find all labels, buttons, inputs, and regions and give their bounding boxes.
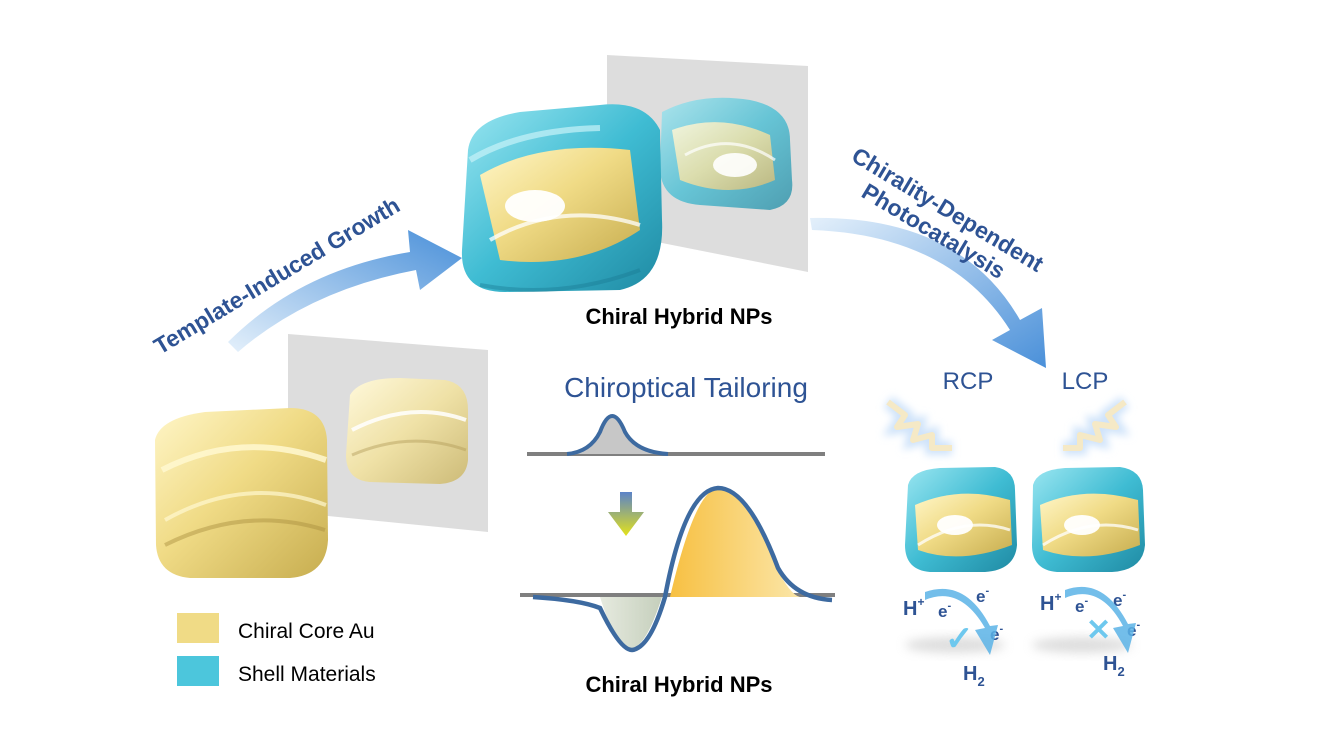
lcp-h2: H2 [1103,653,1125,679]
top-hybrid-mirror-particle [660,97,793,210]
chiral-core-au-particle [155,408,328,578]
legend-swatch-core [177,613,219,643]
chiroptical-label: Chiroptical Tailoring [564,372,808,403]
legend-label-core: Chiral Core Au [238,620,375,643]
rcp-h2: H2 [963,663,985,689]
legend-swatch-shell [177,656,219,686]
rcp-check-icon: ✓ [945,620,974,658]
lcp-electron-1: e- [1075,595,1088,616]
core-mirror-particle [346,378,468,484]
lcp-shadow [1032,637,1132,653]
rcp-reaction: H+ e- e- e- ✓ H2 [903,585,1003,689]
rcp-hplus: H+ [903,595,924,620]
lcp-hplus: H+ [1040,590,1061,615]
rcp-shadow [905,637,1005,653]
lcp-hybrid-particle [1032,467,1145,572]
spectrum-before [527,414,825,456]
lcp-cross-icon: ✕ [1086,614,1111,647]
lcp-label: LCP [1062,368,1109,395]
rcp-label: RCP [943,368,994,395]
lcp-curved-arrow [1065,586,1136,653]
lcp-light-wave-icon [1063,396,1131,455]
tailoring-down-arrow [608,492,644,536]
lcp-electron-2: e- [1113,589,1126,610]
rcp-electron-1: e- [938,600,951,621]
hybrid-np-label-bottom: Chiral Hybrid NPs [585,672,772,697]
rcp-light-wave-icon [882,396,952,455]
rcp-hybrid-particle [905,467,1017,572]
template-growth-arrow [228,230,462,352]
legend-label-shell: Shell Materials [238,663,376,686]
hybrid-np-label-top: Chiral Hybrid NPs [585,304,772,329]
photocatalysis-arrow [810,217,1046,368]
spectrum-after [520,485,835,653]
lcp-reaction: H+ e- e- e- ✕ H2 [1040,586,1140,679]
rcp-curved-arrow [925,588,998,655]
rcp-electron-2: e- [976,585,989,606]
legend: Chiral Core Au Shell Materials [177,613,376,686]
top-hybrid-particle [461,104,663,293]
